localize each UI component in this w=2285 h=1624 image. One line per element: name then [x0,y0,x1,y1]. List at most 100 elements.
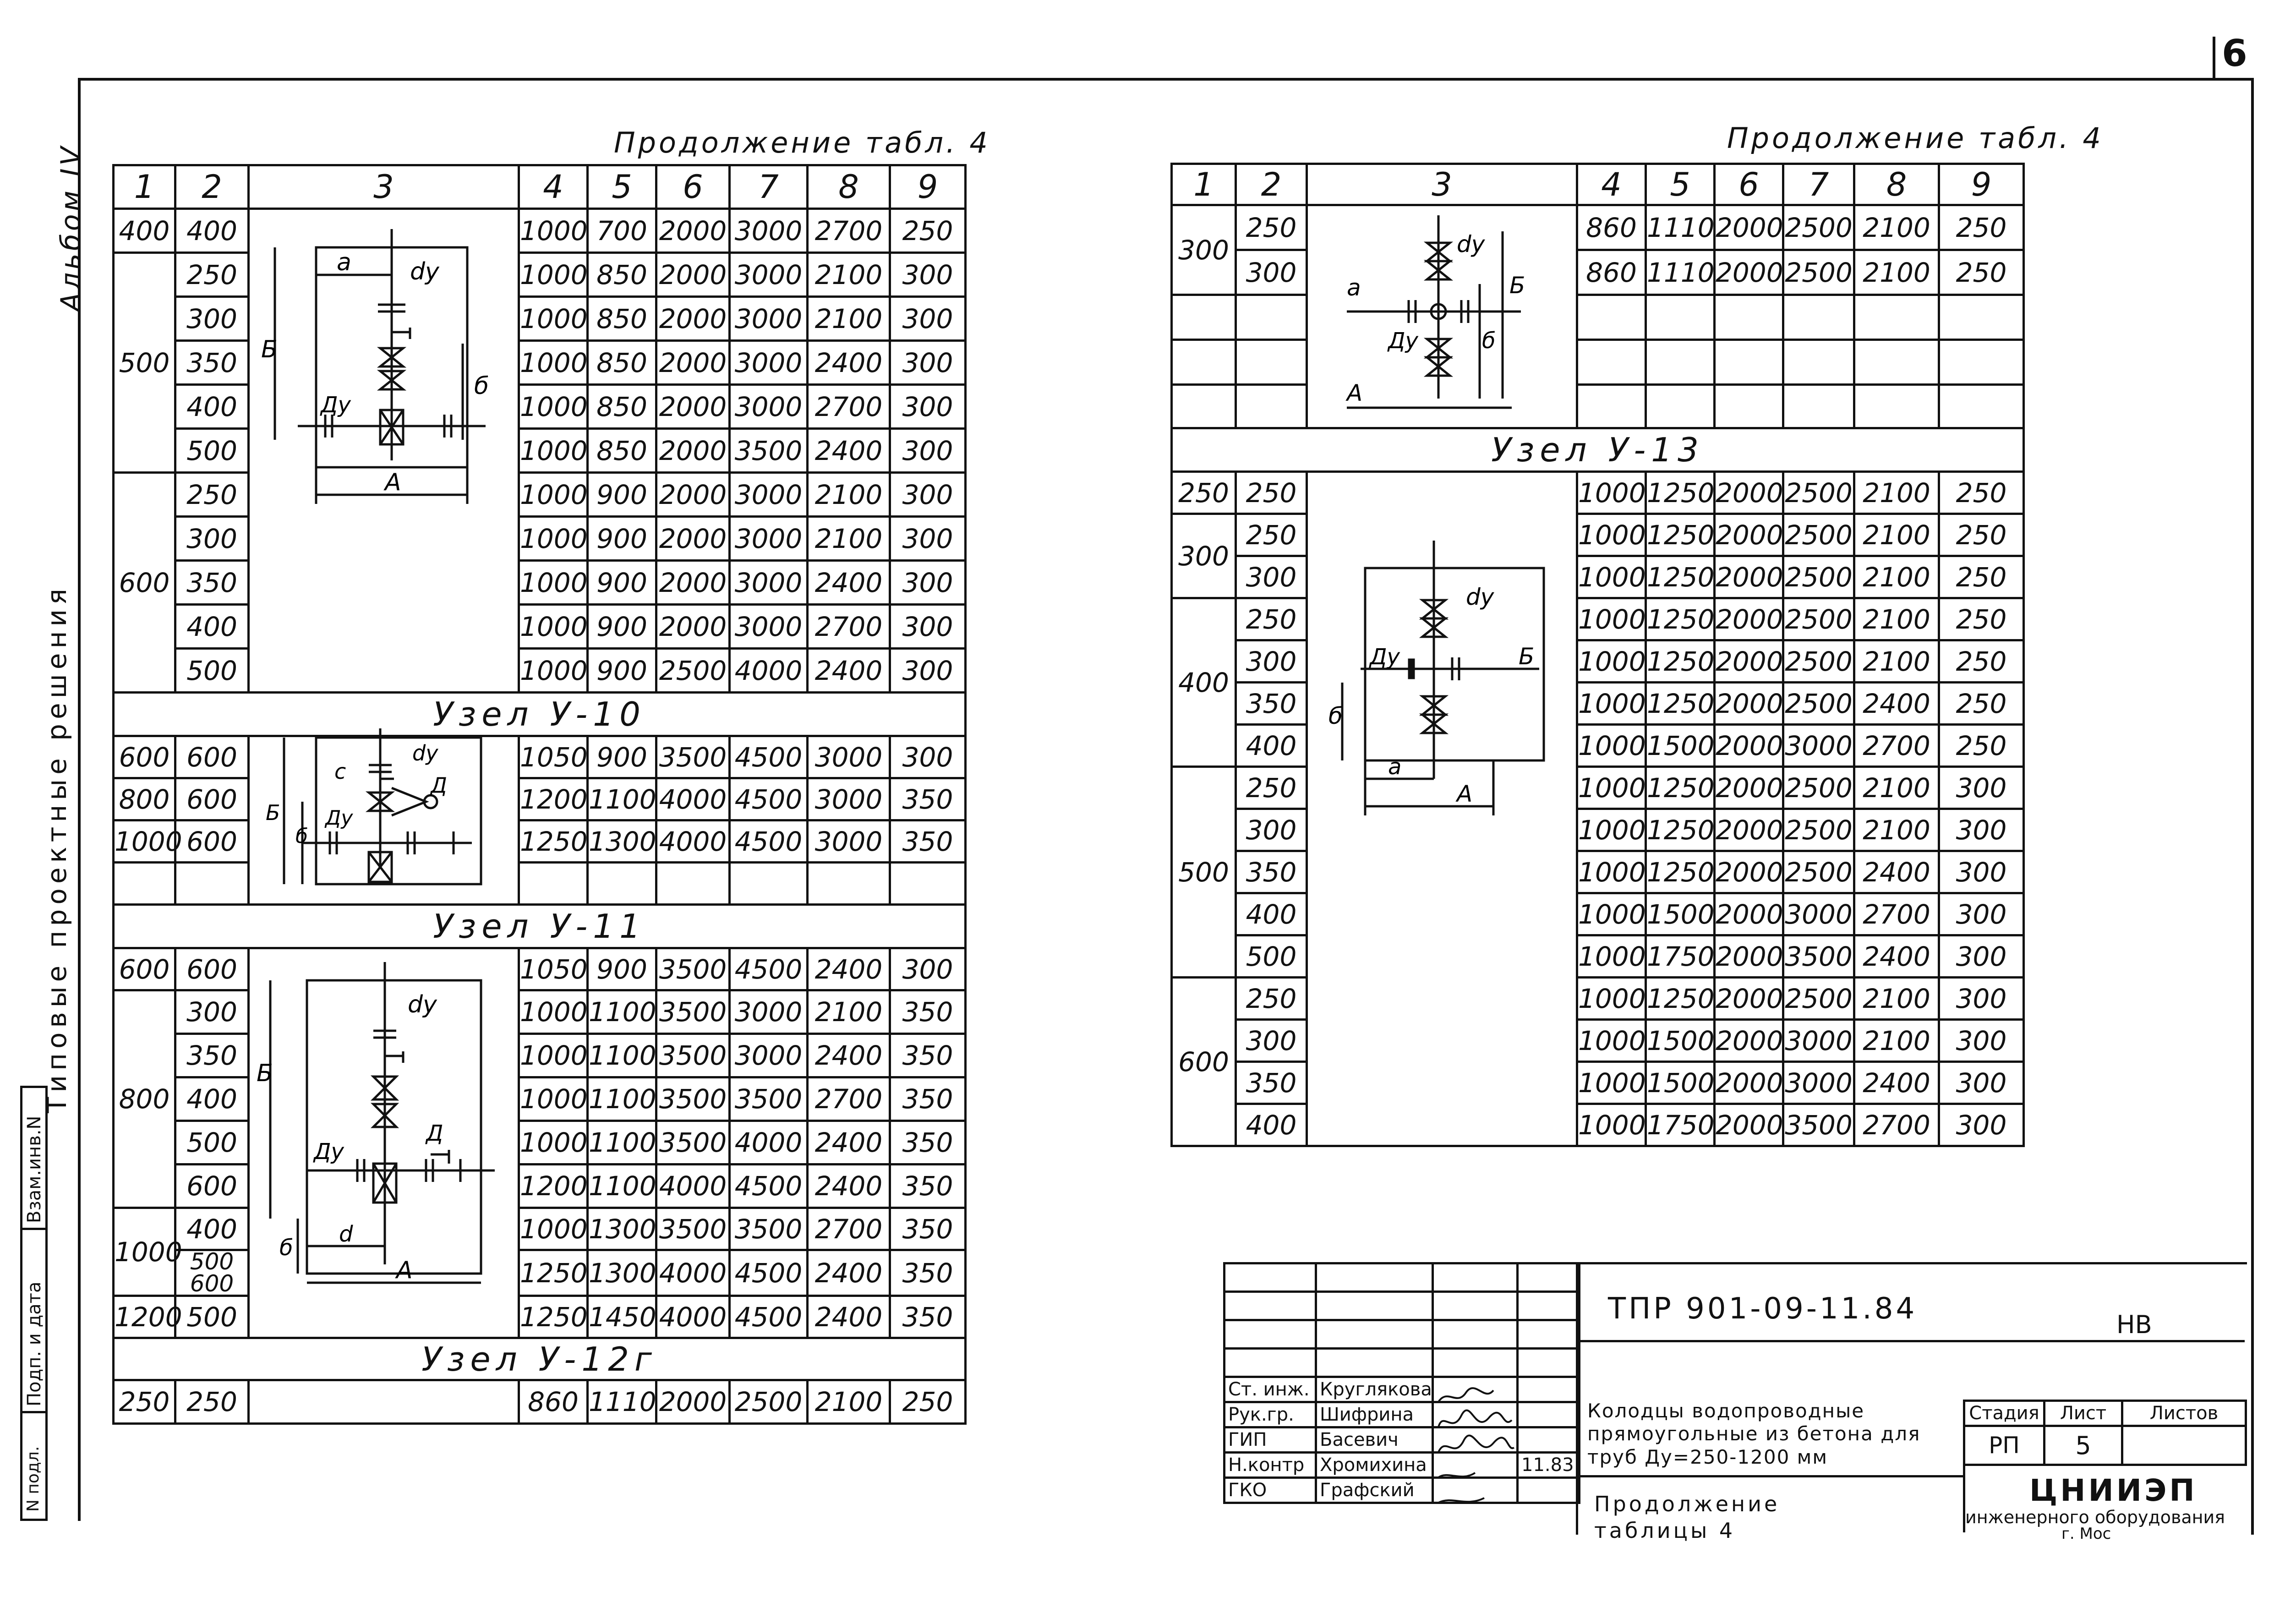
dn-cell: 300 [1170,513,1237,599]
title-block-divider-2 [1576,1475,1963,1477]
cell: 300 [1938,850,2025,894]
header-cell: 7 [728,164,809,210]
cell: 850 [586,427,657,474]
cell: 1000 [518,1033,589,1078]
cell: 3500 [655,1076,731,1122]
cell: 300 [1235,555,1308,599]
cell: 2400 [806,1163,891,1209]
cell [1235,294,1308,341]
table-row-empty [1170,383,2025,429]
cell: 250 [1938,597,2025,641]
cell [1938,383,2025,429]
cell: 1450 [586,1295,657,1339]
cell: 850 [586,295,657,342]
diagram-cell [247,735,520,906]
cell: 250 [174,471,250,518]
table-row: 350 1000 900 2000 3000 2400 300 [114,559,967,606]
cell: 2700 [806,208,891,254]
cell: 2000 [1713,1018,1784,1063]
label-B: Б [1509,272,1525,299]
table-row: 350 1000 1250 2000 2500 2400 300 [1172,850,2025,894]
sheets-label: Листов [2121,1400,2247,1427]
cell: 2100 [1853,597,1940,641]
table-row-empty [112,861,967,906]
cell: 1110 [1645,249,1716,296]
cell [1432,1319,1519,1350]
cell: 2500 [655,647,731,694]
cell: 1100 [586,1120,657,1165]
cell: 300 [889,947,967,991]
cell [1853,294,1940,341]
cell: 400 [174,603,250,650]
cell: 3500 [728,1076,809,1122]
cell [1170,383,1237,429]
cell: 1000 [518,1076,589,1122]
cell: 850 [586,252,657,298]
cell: 250 [1938,470,2025,515]
cell: 3000 [728,471,809,518]
cell: 1000 [1576,934,1647,979]
cell: 1000 [518,208,589,254]
cell: 500 600 [174,1249,250,1297]
cell [1170,339,1237,386]
sheets-value [2121,1425,2247,1466]
cell: 500 [1235,934,1308,979]
cell: 3000 [728,559,809,606]
cell [1315,1262,1434,1293]
cell: 1000 [1576,555,1647,599]
cell: 300 [889,559,967,606]
cell: 250 [1938,204,2025,251]
cell: 2700 [1853,892,1940,936]
label-a: а [337,249,351,276]
cell: 250 [1938,723,2025,768]
cell: 3500 [728,427,809,474]
cell: 300 [889,471,967,518]
header-cell: 9 [889,164,967,210]
cell [1516,1347,1580,1378]
table-row: 500 1000 850 2000 3500 2400 300 [114,427,967,474]
cell: 2000 [655,427,731,474]
staff-role: Ст. инж. [1223,1376,1317,1403]
cell: 2400 [1853,681,1940,726]
label-b: б [1482,328,1496,354]
table-row: 500 1000 1750 2000 3500 2400 300 [1172,934,2025,979]
label-b: б [295,825,308,848]
cell: 4500 [728,777,809,821]
cell: 2700 [1853,723,1940,768]
cell: 400 [1235,892,1308,936]
cell: 1200 [518,1163,589,1209]
table-row: 500 250 1000 850 2000 3000 2100 300 [112,252,967,474]
cell: 250 [1938,555,2025,599]
cell: 800 [112,777,176,821]
cell: 400 [174,383,250,430]
cell: 2000 [655,252,731,298]
table-row: 400 250 1000 1250 2000 2500 2100 250 [1170,597,2025,768]
cell: 2000 [1713,1061,1784,1105]
cell: 1000 [518,295,589,342]
cell: 1100 [586,1076,657,1122]
cell: 2000 [1713,850,1784,894]
cell: 1250 [1645,976,1716,1021]
cell: 1110 [586,1379,657,1425]
cell [1315,1319,1434,1350]
left-header-row: 1 2 3 4 5 6 7 8 9 [112,164,967,210]
cell: 1000 [1576,1061,1647,1105]
cell: 1000 [1576,976,1647,1021]
cell: 2100 [1853,808,1940,852]
cell: 4500 [728,1295,809,1339]
header-cell: 6 [1713,163,1784,206]
table-row: 600 250 1000 900 2000 3000 2100 300 [112,471,967,694]
cell: 350 [889,1295,967,1339]
cell: 900 [586,471,657,518]
cell: 350 [174,559,250,606]
cell: 3000 [806,819,891,864]
staff-role: Н.контр [1223,1451,1317,1479]
cell: 300 [1938,766,2025,810]
table-row: 350 1000 850 2000 3000 2400 300 [114,339,967,386]
cell: 900 [586,735,657,779]
stage-value: РП [1963,1425,2045,1466]
section-row: Узел У-13 [1170,427,2025,473]
table-row: 300 250 1000 1250 2000 2500 2100 250 [1170,513,2025,599]
table-row: 1000 600 1250 1300 4000 4500 3000 350 [112,819,967,864]
cell: 250 [112,1379,176,1425]
